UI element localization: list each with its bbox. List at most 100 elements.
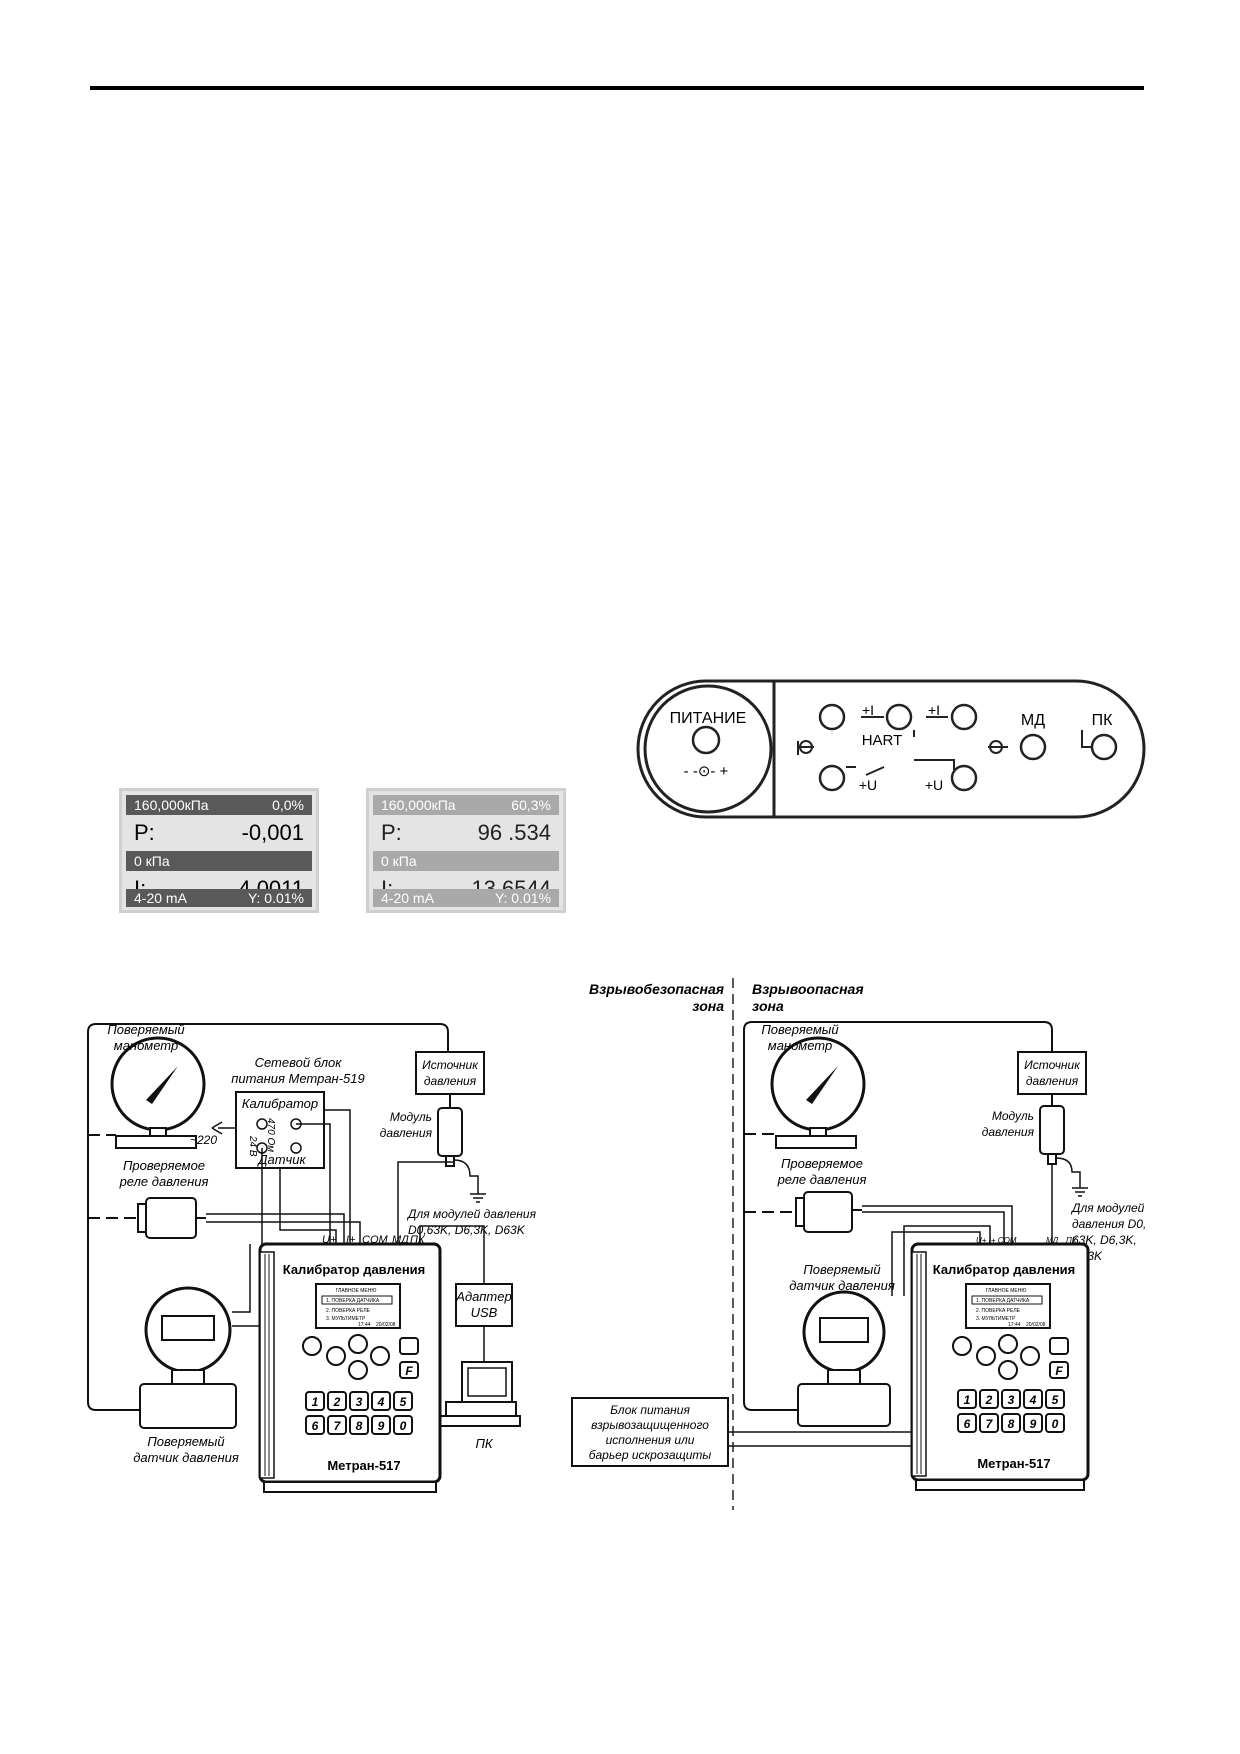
keypad-key-8 xyxy=(349,1415,369,1435)
pressure-transmitter-icon xyxy=(139,1286,237,1429)
socket-4 xyxy=(818,764,846,792)
socket-pk xyxy=(1090,733,1118,761)
transmitter-right-line-2: датчик давления xyxy=(789,1278,895,1293)
manometer-gauge-icon-right xyxy=(770,1036,866,1149)
label-i-plus-1: +I xyxy=(862,702,874,718)
device-menu-item-3-right: 3. МУЛЬТИМЕТР xyxy=(976,1316,1016,1322)
device-title-left: Калибратор давления xyxy=(283,1262,426,1277)
pressure-transmitter-icon-right xyxy=(797,1290,891,1427)
keypad-key-label: 5 xyxy=(1052,1393,1059,1407)
module-note-right-line-1: Для модулей xyxy=(1070,1201,1145,1215)
keypad-key-label: 0 xyxy=(1052,1417,1059,1431)
manometer-label-line-1: Поверяемый xyxy=(107,1022,184,1037)
zone-hazard-line-2: зона xyxy=(752,998,784,1014)
manometer-right-line-2: манометр xyxy=(768,1038,832,1053)
label-pk: ПК xyxy=(1092,712,1114,729)
socket-1 xyxy=(818,703,846,731)
device-menu-item-2-left: 2. ПОВЕРКА РЕЛЕ xyxy=(326,1308,371,1314)
keypad-key-9 xyxy=(371,1415,391,1435)
lcd-mode-row: 4-20 mA Y: 0.01% xyxy=(373,889,559,907)
lcd-p-value: 96 .534 xyxy=(477,820,551,845)
keypad-key-9 xyxy=(1023,1413,1043,1433)
label-u-plus-2: +U xyxy=(925,777,943,793)
module-note-line-1: Для модулей давления xyxy=(406,1207,537,1221)
lcd-range: 160,000кПа xyxy=(134,797,209,813)
mains-label: ~220 xyxy=(190,1133,217,1147)
lcd-p-label: P: xyxy=(381,820,402,845)
device-clock-right: 17:44 xyxy=(1008,1322,1021,1328)
module-note-right-line-2: давления D0, xyxy=(1072,1217,1146,1231)
label-i-plus-2: +I xyxy=(928,702,940,718)
pressure-relay-icon-right xyxy=(795,1191,862,1233)
terminal-md: МД xyxy=(392,1234,409,1246)
manometer-label-line-2: манометр xyxy=(114,1038,178,1053)
device-model-right: Метран-517 xyxy=(977,1456,1050,1471)
device-menu-item-1-right: 1. ПОВЕРКА ДАТЧИКА xyxy=(976,1298,1030,1304)
keypad-key-6 xyxy=(957,1413,977,1433)
usb-adapter-line-2: USB xyxy=(471,1305,498,1320)
lcd-unit-row: 0 кПа xyxy=(126,851,312,871)
device-menu-header-left: ГЛАВНОЕ МЕНЮ xyxy=(336,1288,377,1294)
pressure-module-icon xyxy=(437,1107,463,1157)
keypad-key-label: 7 xyxy=(986,1417,994,1431)
barrier-line-4: барьер искрозащиты xyxy=(589,1448,712,1462)
pressure-source-label: Источник давления xyxy=(422,1058,479,1088)
keypad-key-8 xyxy=(1001,1413,1021,1433)
psu-label-line-1: Сетевой блок xyxy=(255,1055,343,1070)
pressure-source-line-1: Источник xyxy=(422,1058,479,1072)
power-polarity: - -⊙- + xyxy=(684,763,729,780)
terminal-pk-right: ПК xyxy=(1066,1236,1078,1245)
socket-2 xyxy=(885,703,913,731)
keypad-key-label: 2 xyxy=(333,1395,341,1409)
lcd-unit: 0 кПа xyxy=(134,853,170,869)
keypad-key-0 xyxy=(1045,1413,1065,1433)
keypad-key-5 xyxy=(1045,1389,1065,1409)
keypad-key-label: 7 xyxy=(334,1419,342,1433)
device-title-right: Калибратор давления xyxy=(933,1262,1076,1277)
label-u-plus-1: +U xyxy=(859,777,877,793)
lcd-percent: 0,0% xyxy=(272,797,304,813)
terminal-com: COM xyxy=(362,1234,389,1246)
relay-right-line-1: Проверяемое xyxy=(781,1156,863,1171)
keypad-key-label: 8 xyxy=(1008,1417,1015,1431)
transmitter-right-line-1: Поверяемый xyxy=(803,1262,880,1277)
pressure-source-line-2: давления xyxy=(424,1074,477,1088)
lcd-unit: 0 кПа xyxy=(381,853,417,869)
keypad-key-7 xyxy=(327,1415,347,1435)
transmitter-label-line-1: Поверяемый xyxy=(147,1434,224,1449)
pressure-source-box-right xyxy=(1017,1051,1087,1095)
device-menu-item-2-right: 2. ПОВЕРКА РЕЛЕ xyxy=(976,1308,1021,1314)
psu-24v-label: 24 В xyxy=(247,1135,258,1157)
terminal-pk: ПК xyxy=(410,1234,425,1246)
lcd-range-row: 160,000кПа 0,0% xyxy=(126,795,312,815)
transmitter-label-line-2: датчик давления xyxy=(133,1450,239,1465)
barrier-line-2: взрывозащищенного xyxy=(591,1418,709,1432)
lcd-y: Y: 0.01% xyxy=(247,890,304,906)
relay-right-line-2: реле давления xyxy=(777,1172,867,1187)
psu-ohm-label: 470 Ом xyxy=(265,1118,276,1152)
keypad-key-label: 6 xyxy=(312,1419,319,1433)
lcd-range-row: 160,000кПа 60,3% xyxy=(373,795,559,815)
lcd-p-label: P: xyxy=(134,820,155,845)
pressure-module-icon-right xyxy=(1039,1105,1065,1155)
manometer-gauge-icon xyxy=(110,1036,206,1149)
socket-5 xyxy=(950,764,978,792)
pc-icon xyxy=(439,1361,521,1427)
terminal-group-right: U+ I+ COM xyxy=(976,1236,1017,1245)
keypad-key-label: 9 xyxy=(378,1419,385,1433)
pressure-source-right-line-1: Источник xyxy=(1024,1058,1081,1072)
pressure-module-right-line-1: Модуль xyxy=(992,1109,1034,1123)
keypad-key-label: 6 xyxy=(964,1417,971,1431)
keypad-key-label: 3 xyxy=(1008,1393,1015,1407)
